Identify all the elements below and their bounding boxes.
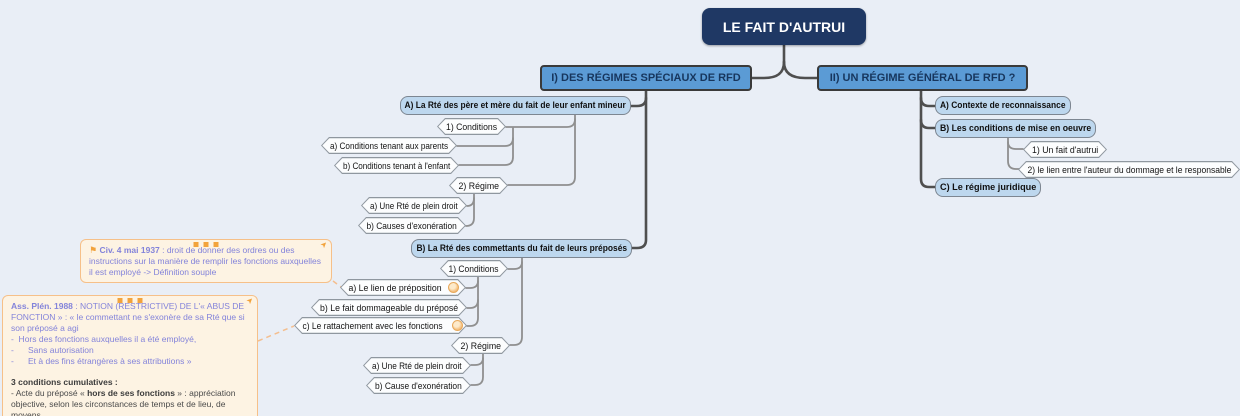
note-handles	[193, 242, 219, 247]
note-ass-plen-1988[interactable]: ➤ Ass. Plén. 1988 : NOTION (RESTRICTIVE)…	[2, 295, 258, 416]
leaf-bg	[312, 300, 465, 314]
leaf-bg	[341, 280, 464, 294]
topic-contexte-reconnaissance[interactable]: A) Contexte de reconnaissance	[935, 96, 1071, 115]
leaf-bg	[359, 218, 464, 232]
leaf-label: b) Cause d'exonération	[375, 380, 462, 391]
leaf-label: a) Le lien de préposition	[348, 282, 443, 293]
leaf-fait-dommageable[interactable]: b) Le fait dommageable du préposé	[311, 299, 467, 316]
leaf-bg	[295, 318, 465, 332]
section-regime-general[interactable]: II) UN RÉGIME GÉNÉRAL DE RFD ?	[817, 65, 1028, 91]
root-topic[interactable]: LE FAIT D'AUTRUI	[702, 8, 866, 45]
leaf-label: b) Conditions tenant à l'enfant	[342, 160, 451, 171]
note-case-ref: Ass. Plén. 1988	[11, 301, 73, 311]
topic-label: B) La Rté des commettants du fait de leu…	[416, 243, 627, 254]
leaf-conditions-parents[interactable]: a) Conditions tenant aux parents	[321, 137, 457, 154]
note-intro: Ass. Plén. 1988 : NOTION (RESTRICTIVE) D…	[11, 301, 245, 333]
leaf-fait-autrui[interactable]: 1) Un fait d'autrui	[1023, 141, 1107, 158]
leaf-bg	[1019, 162, 1238, 176]
leaf-bg	[452, 338, 508, 352]
leaf-lien-preposition[interactable]: a) Le lien de préposition	[340, 279, 466, 296]
topic-label: B) Les conditions de mise en oeuvre	[939, 123, 1092, 134]
leaf-rattachement-fonctions[interactable]: c) Le rattachement avec les fonctions	[294, 317, 467, 334]
leaf-label: a) Une Rté de plein droit	[370, 200, 458, 211]
note-handles	[117, 298, 143, 303]
leaf-label: 1) Conditions	[445, 121, 498, 132]
leaf-b-conditions[interactable]: 1) Conditions	[440, 260, 508, 277]
leaf-rte-plein-droit-commettants[interactable]: a) Une Rté de plein droit	[363, 357, 471, 374]
note-bullet: - Sans autorisation	[11, 345, 94, 355]
topic-rte-pere-mere[interactable]: A) La Rté des père et mère du fait de le…	[400, 96, 631, 115]
leaf-bg	[450, 178, 506, 192]
leaf-label: b) Le fait dommageable du préposé	[319, 302, 459, 313]
note-icon[interactable]	[452, 320, 463, 331]
note-text: : droit de donner des ordres ou des inst…	[89, 245, 321, 277]
topic-conditions-mise-en-oeuvre[interactable]: B) Les conditions de mise en oeuvre	[935, 119, 1096, 138]
flag-icon: ⚑	[89, 245, 98, 255]
note-case-ref: Civ. 4 mai 1937	[99, 245, 160, 255]
note-bullet: - Et à des fins étrangères à ses attribu…	[11, 356, 192, 366]
leaf-a-regime[interactable]: 2) Régime	[449, 177, 508, 194]
leaf-bg	[335, 158, 457, 172]
expand-arrow-icon[interactable]: ➤	[318, 239, 330, 251]
topic-label: A) La Rté des père et mère du fait de le…	[404, 100, 627, 111]
leaf-bg	[362, 198, 465, 212]
leaf-label: 1) Un fait d'autrui	[1031, 144, 1099, 155]
note-icon[interactable]	[448, 282, 459, 293]
leaf-rte-plein-droit-parents[interactable]: a) Une Rté de plein droit	[361, 197, 467, 214]
note-bullet: - Hors des fonctions auxquelles il a été…	[11, 334, 197, 344]
leaf-label: c) Le rattachement avec les fonctions	[302, 320, 444, 331]
leaf-bg	[1024, 142, 1105, 156]
note-civ-1937[interactable]: ➤ ⚑ Civ. 4 mai 1937 : droit de donner de…	[80, 239, 332, 283]
note-point-1: - Acte du préposé « hors de ses fonction…	[11, 388, 236, 416]
root-topic-label: LE FAIT D'AUTRUI	[722, 18, 846, 35]
leaf-label: 2) Régime	[460, 340, 501, 351]
section-label: I) DES RÉGIMES SPÉCIAUX DE RFD	[551, 72, 741, 84]
topic-regime-juridique[interactable]: C) Le régime juridique	[935, 178, 1041, 197]
leaf-lien-auteur-responsable[interactable]: 2) le lien entre l'auteur du dommage et …	[1018, 161, 1240, 178]
topic-rte-commettants[interactable]: B) La Rté des commettants du fait de leu…	[411, 239, 632, 258]
section-label: II) UN RÉGIME GÉNÉRAL DE RFD ?	[829, 72, 1016, 84]
leaf-b-regime[interactable]: 2) Régime	[451, 337, 510, 354]
leaf-bg	[441, 261, 506, 275]
leaf-label: a) Conditions tenant aux parents	[329, 140, 449, 151]
topic-label: C) Le régime juridique	[939, 182, 1037, 193]
leaf-conditions-enfant[interactable]: b) Conditions tenant à l'enfant	[334, 157, 459, 174]
section-regimes-speciaux[interactable]: I) DES RÉGIMES SPÉCIAUX DE RFD	[540, 65, 752, 91]
leaf-a-conditions[interactable]: 1) Conditions	[437, 118, 506, 135]
leaf-bg	[322, 138, 455, 152]
leaf-cause-exoneration[interactable]: b) Cause d'exonération	[366, 377, 471, 394]
leaf-bg	[367, 378, 469, 392]
leaf-label: 2) Régime	[458, 180, 499, 191]
leaf-label: 2) le lien entre l'auteur du dommage et …	[1027, 164, 1231, 175]
leaf-causes-exoneration[interactable]: b) Causes d'exonération	[358, 217, 466, 234]
leaf-label: a) Une Rté de plein droit	[372, 360, 462, 371]
leaf-label: 1) Conditions	[448, 263, 500, 274]
leaf-bg	[438, 119, 504, 133]
leaf-bg	[364, 358, 469, 372]
leaf-label: b) Causes d'exonération	[366, 220, 458, 231]
topic-label: A) Contexte de reconnaissance	[940, 100, 1066, 111]
note-subtitle: 3 conditions cumulatives :	[11, 377, 118, 387]
spacer	[11, 367, 249, 377]
